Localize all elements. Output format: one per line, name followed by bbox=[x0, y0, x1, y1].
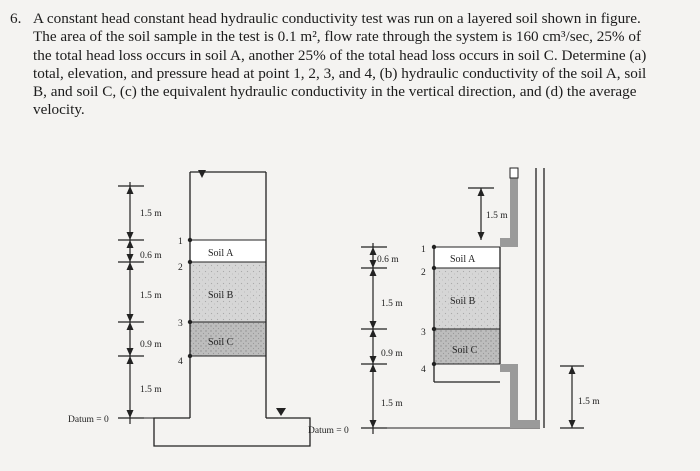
soil-label: Soil A bbox=[208, 248, 234, 259]
soil-label: Soil B bbox=[450, 296, 476, 307]
soil-b-layer bbox=[433, 267, 501, 330]
outflow-level-icon bbox=[276, 408, 286, 416]
soil-label: Soil C bbox=[208, 337, 234, 348]
dim-label: 0.6 m bbox=[140, 251, 162, 261]
problem-line: The area of the soil sample in the test … bbox=[33, 28, 642, 46]
problem-line: velocity. bbox=[33, 101, 85, 119]
dim-label: 0.9 m bbox=[140, 340, 162, 350]
dim-label: 1.5 m bbox=[381, 299, 403, 309]
problem-line: B, and soil C, (c) the equivalent hydrau… bbox=[33, 83, 637, 101]
point-label: 1 bbox=[421, 245, 426, 255]
left-points bbox=[187, 237, 193, 359]
point-label: 3 bbox=[421, 328, 426, 338]
dim-arrow bbox=[568, 420, 576, 428]
inflow-tube bbox=[500, 167, 519, 247]
dim-arrow bbox=[477, 232, 485, 240]
dim-label: 1.5 m bbox=[140, 209, 162, 219]
right-points bbox=[431, 244, 437, 367]
soil-label: Soil C bbox=[452, 345, 478, 356]
right-dimension-arrows bbox=[369, 247, 377, 428]
left-dimension-arrows bbox=[126, 186, 134, 418]
problem-line: A constant head constant head hydraulic … bbox=[33, 10, 641, 27]
datum-label: Datum = 0 bbox=[68, 415, 109, 425]
dim-label: 1.5 m bbox=[140, 385, 162, 395]
point-label: 1 bbox=[178, 237, 183, 247]
soil-label: Soil B bbox=[208, 290, 234, 301]
problem-number: 6. bbox=[10, 10, 22, 27]
water-level-icon bbox=[198, 170, 206, 178]
dim-label: 1.5 m bbox=[381, 399, 403, 409]
dim-arrow bbox=[477, 188, 485, 196]
problem-line: the total head loss occurs in soil A, an… bbox=[33, 46, 647, 64]
dim-label: 1.5 m bbox=[578, 397, 600, 407]
point-label: 2 bbox=[178, 263, 183, 273]
dim-label: 0.9 m bbox=[381, 349, 403, 359]
point-label: 3 bbox=[178, 319, 183, 329]
outflow-tube bbox=[500, 168, 545, 428]
soil-c-layer bbox=[433, 328, 501, 365]
soil-label: Soil A bbox=[450, 254, 476, 265]
figure-left: 1.5 m 0.6 m 1.5 m 0.9 m 1.5 m Datum = 0 … bbox=[68, 170, 311, 447]
point-label: 4 bbox=[421, 365, 426, 375]
point-label: 2 bbox=[421, 268, 426, 278]
dim-label: 1.5 m bbox=[486, 211, 508, 221]
datum-label: Datum = 0 bbox=[308, 426, 349, 436]
problem-line: total, elevation, and pressure head at p… bbox=[33, 64, 647, 82]
dim-label: 1.5 m bbox=[140, 291, 162, 301]
point-label: 4 bbox=[178, 357, 183, 367]
dim-arrow bbox=[568, 366, 576, 374]
problem-text: A constant head constant head hydraulic … bbox=[33, 10, 683, 120]
dim-label: 0.6 m bbox=[377, 255, 399, 265]
figure-right: 0.6 m 1.5 m 0.9 m 1.5 m Datum = 0 Soil A… bbox=[308, 167, 600, 436]
